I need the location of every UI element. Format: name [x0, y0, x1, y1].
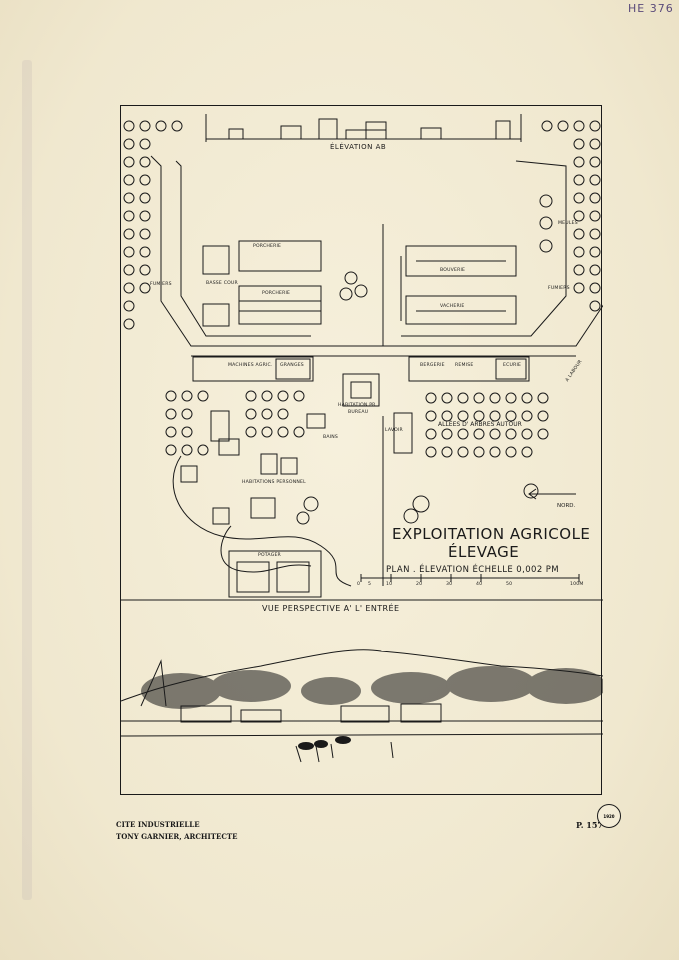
label-ecurie: ECURIE [503, 363, 522, 368]
label-bouverie: BOUVERIE [440, 268, 466, 273]
scale-tick-10: 10 [386, 582, 393, 587]
label-bains: BAINS [323, 435, 339, 440]
label-porcherie: PORCHERIE [262, 291, 291, 296]
label-lavoir: LAVOIR [385, 428, 403, 433]
label-porcherie-top: PORCHERIE [253, 244, 282, 249]
label-allees: ALLÉES D' ARBRES AUTOUR [438, 421, 522, 428]
library-watermark [22, 60, 32, 900]
plan-title-line1: EXPLOITATION AGRICOLE [392, 525, 591, 543]
label-bureau: BUREAU [348, 410, 369, 415]
site-plan-drawing [121, 114, 603, 763]
label-machines: MACHINES AGRIC. [228, 363, 273, 368]
label-habitation-pr: HABITATION PR [338, 403, 376, 408]
label-potager: POTAGER [258, 553, 281, 558]
library-seal-stamp: 1920 [597, 804, 621, 828]
footer-page-number: P. 157 [576, 820, 603, 830]
scale-tick-5: 5 [368, 582, 372, 587]
north-label: NORD. [557, 503, 576, 509]
footer-architect: TONY GARNIER, ARCHITECTE [116, 832, 238, 841]
elevation-ab-label: ÉLÉVATION AB [330, 143, 387, 151]
scale-end-label: 100M [570, 582, 584, 587]
scale-tick-40: 40 [476, 582, 483, 587]
label-granges: GRANGES [280, 363, 304, 368]
footer-series-title: CITE INDUSTRIELLE [116, 820, 200, 829]
seal-text: 1920 [603, 813, 615, 819]
label-remise: REMISE [455, 363, 474, 368]
label-basse-cour: BASSE COUR [206, 281, 238, 286]
plan-title-line3: PLAN . ÉLEVATION ÉCHELLE 0,002 PM [386, 565, 559, 575]
label-bergerie: BERGERIE [420, 363, 445, 368]
label-vacherie: VACHERIE [440, 304, 465, 309]
label-meules: MEULES [558, 221, 578, 226]
scale-tick-20: 20 [416, 582, 423, 587]
drawing-plate [120, 105, 603, 795]
scale-tick-30: 30 [446, 582, 453, 587]
label-fumiers-right: FUMIERS [548, 286, 570, 291]
plan-title-line2: ÉLEVAGE [448, 543, 520, 561]
catalog-stamp: HE 376 [628, 2, 674, 15]
label-habitations-personnel: HABITATIONS PERSONNEL [242, 480, 306, 485]
scale-tick-0: 0 [357, 582, 361, 587]
label-fumiers-left: FUMIERS [150, 282, 172, 287]
scale-tick-50: 50 [506, 582, 513, 587]
perspective-label: VUE PERSPECTIVE A' L' ENTRÉE [262, 604, 400, 613]
